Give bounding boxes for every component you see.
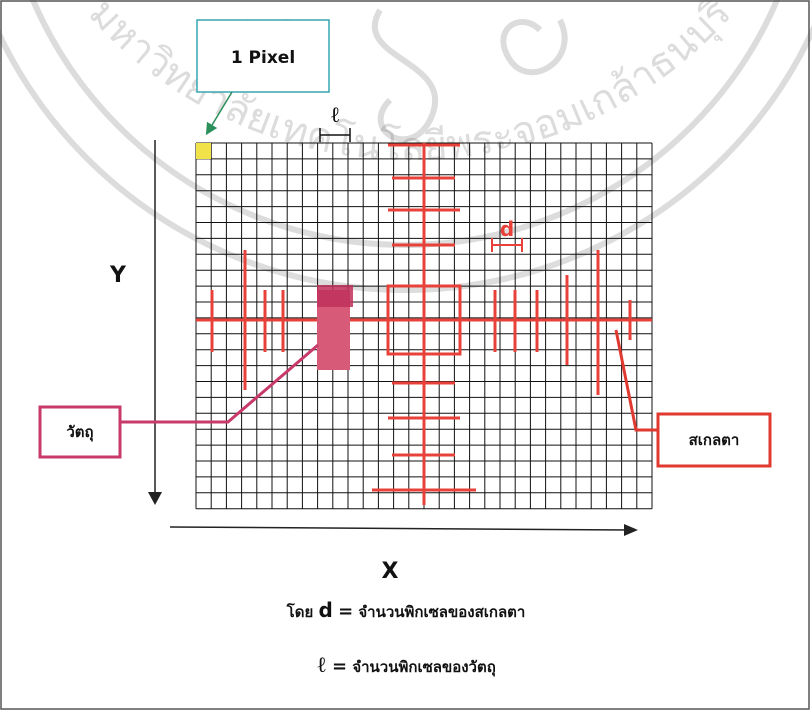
caption-d-eq: = [338, 601, 354, 622]
scale-reticle [196, 143, 652, 505]
pixel-callout-box [196, 19, 330, 93]
object-leader-line [120, 343, 319, 424]
caption-d-var: d [318, 598, 333, 622]
object-label: วัตถุ [66, 423, 94, 441]
caption-d: โดย d = จำนวนพิกเซลของสเกลตา [0, 598, 812, 624]
reticle-center-square [386, 284, 462, 356]
pixel-arrow [205, 91, 233, 136]
caption-l: ℓ = จำนวนพิกเซลของวัตถุ [0, 652, 812, 679]
pixel-label: 1 Pixel [231, 48, 295, 68]
caption-l-text: จำนวนพิกเซลของวัตถุ [352, 658, 496, 676]
caption-l-eq: = [332, 656, 348, 677]
caption-d-prefix: โดย [286, 603, 314, 621]
d-marker: d [500, 217, 514, 241]
y-axis-arrowhead [148, 492, 162, 505]
scale-callout-box [656, 412, 772, 468]
x-axis [169, 526, 631, 531]
pixel-highlight [196, 143, 211, 159]
l-marker: ℓ [330, 103, 341, 128]
d-bracket [491, 238, 523, 252]
scale-leader-line [614, 329, 658, 432]
x-axis-label: X [382, 559, 399, 584]
x-axis-arrowhead [624, 524, 638, 536]
caption-d-text: จำนวนพิกเซลของสเกลตา [358, 603, 526, 621]
l-bracket [319, 128, 351, 142]
object-shape-top [317, 285, 353, 307]
caption-l-var: ℓ [316, 653, 327, 678]
object-callout-box [38, 405, 122, 459]
y-axis-label: Y [109, 263, 127, 288]
scale-label: สเกลตา [688, 431, 740, 449]
